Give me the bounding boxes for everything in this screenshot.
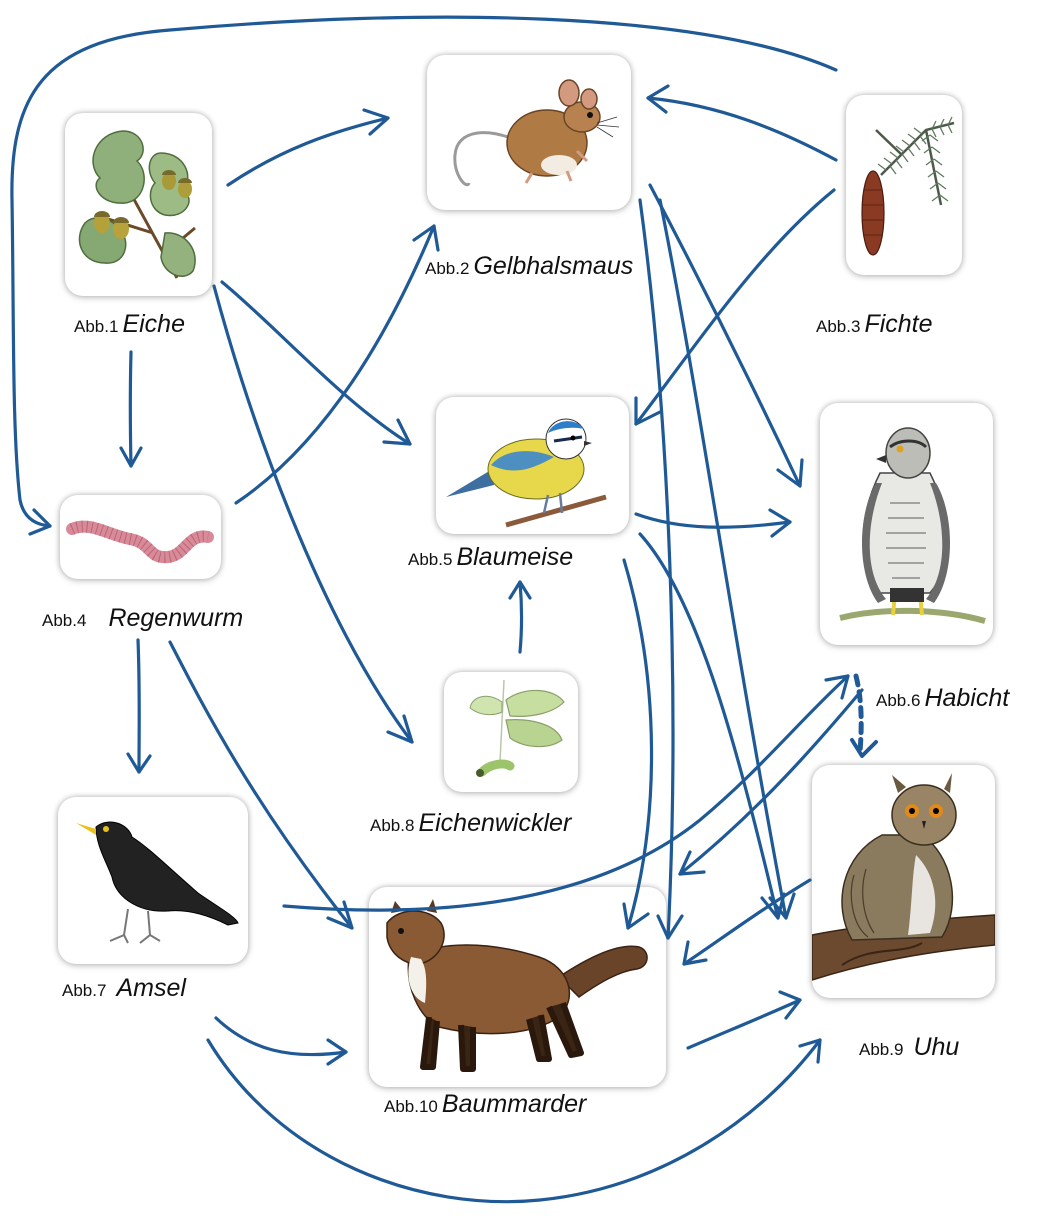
arrow-baummarder-uhu bbox=[688, 1000, 800, 1048]
arrowhead bbox=[624, 904, 648, 928]
arrow-blaumeise-uhu bbox=[640, 534, 778, 918]
arrow-amsel-uhu bbox=[208, 1040, 820, 1202]
arrow-habicht-baummarder bbox=[680, 690, 862, 874]
arrow-regenwurm-gelbhalsmaus bbox=[236, 226, 434, 503]
arrow-fichte-regenwurm bbox=[12, 17, 836, 526]
arrow-eiche-eichenwickler bbox=[214, 286, 412, 742]
arrow-eiche-blaumeise bbox=[222, 282, 410, 444]
arrow-uhu-baummarder bbox=[684, 880, 810, 964]
arrow-blaumeise-habicht bbox=[636, 514, 790, 527]
arrow-eiche-regenwurm bbox=[130, 352, 131, 466]
arrow-gelbhalsmaus-baummarder bbox=[640, 200, 673, 938]
arrow-regenwurm-amsel bbox=[138, 640, 139, 772]
arrow-habicht-uhu-dashed bbox=[856, 676, 861, 752]
arrow-fichte-gelbhalsmaus bbox=[648, 98, 836, 160]
arrow-regenwurm-baummarder bbox=[170, 642, 352, 928]
arrow-gelbhalsmaus-habicht bbox=[650, 185, 800, 486]
arrow-eiche-gelbhalsmaus bbox=[228, 118, 388, 185]
arrow-eichenwickler-blaumeise bbox=[520, 582, 522, 652]
arrow-amsel-baummarder bbox=[216, 1018, 346, 1055]
arrow-blaumeise-baummarder bbox=[624, 560, 652, 928]
arrowhead bbox=[852, 740, 876, 756]
